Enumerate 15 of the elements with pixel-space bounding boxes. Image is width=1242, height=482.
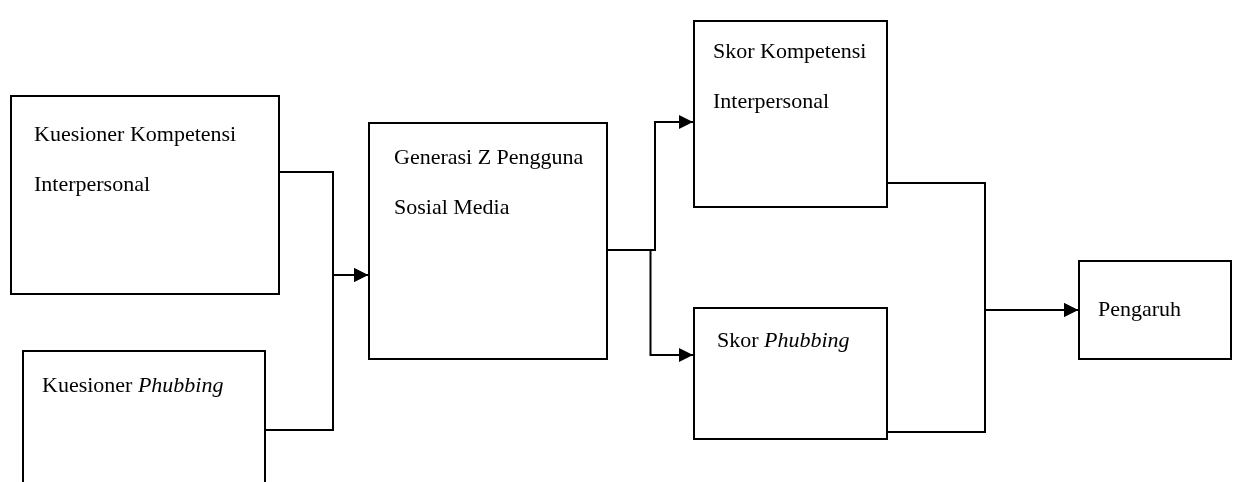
process-box — [10, 95, 280, 295]
arrow — [607, 249, 694, 362]
box-label: Skor Kompetensi Interpersonal — [713, 37, 868, 115]
process-box — [693, 20, 888, 208]
process-box — [1078, 260, 1232, 360]
box-label: Kuesioner Kompetensi Interpersonal — [34, 120, 238, 198]
arrow — [887, 303, 1079, 433]
box-label: Skor Phubbing — [717, 326, 851, 354]
arrow — [265, 268, 369, 431]
box-label: Kuesioner Phubbing — [42, 371, 225, 399]
process-box — [22, 350, 266, 482]
box-label: Pengaruh — [1098, 295, 1183, 323]
process-box — [693, 307, 888, 440]
box-label: Generasi Z Pengguna Sosial Media — [394, 143, 585, 221]
process-box — [368, 122, 608, 360]
